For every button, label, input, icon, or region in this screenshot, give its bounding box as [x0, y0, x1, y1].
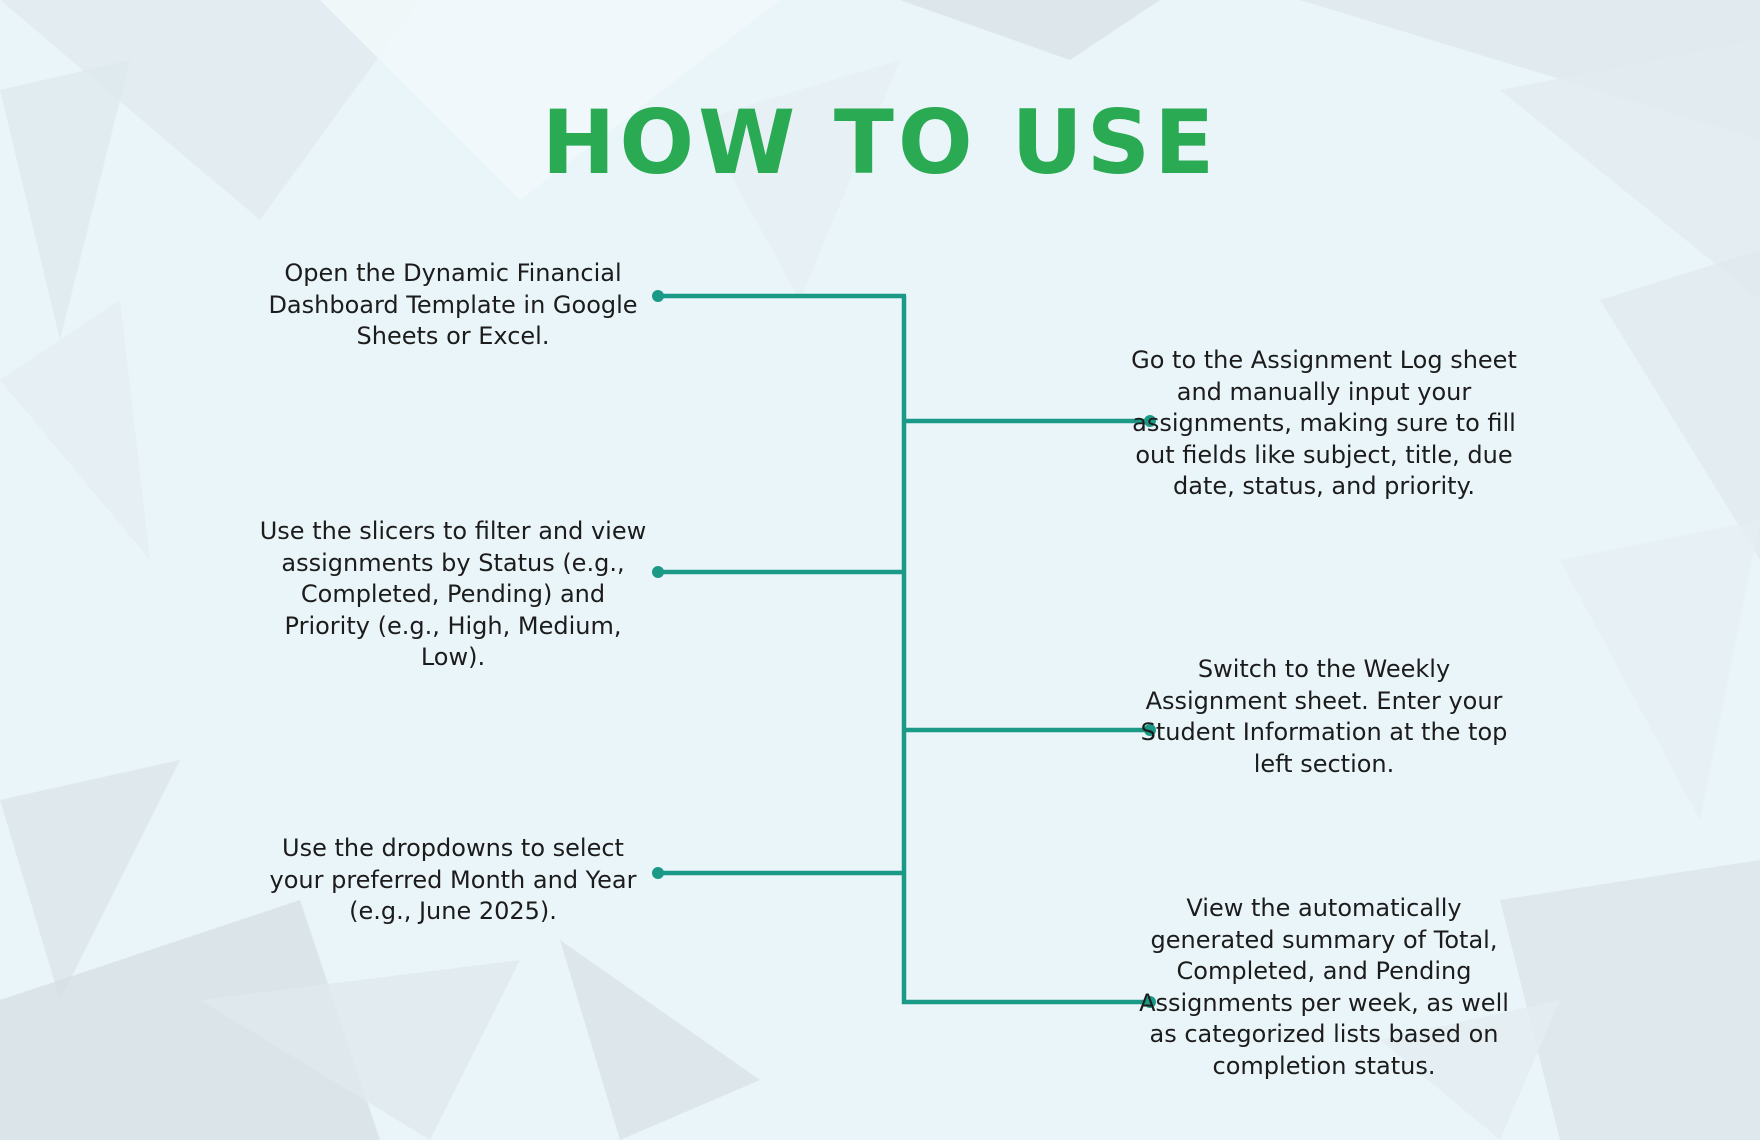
connector-dot — [652, 566, 664, 578]
step-open-template: Open the Dynamic Financial Dashboard Tem… — [268, 259, 638, 350]
step-use-slicers: Use the slicers to filter and view assig… — [259, 517, 647, 671]
page-title: HOW TO USE — [541, 91, 1219, 194]
step-use-dropdowns: Use the dropdowns to select your preferr… — [269, 834, 637, 925]
step-assignment-log: Go to the Assignment Log sheet and manua… — [1131, 346, 1517, 500]
connector-dot — [1144, 724, 1156, 736]
step-weekly-assignment: Switch to the Weekly Assignment sheet. E… — [1140, 655, 1508, 778]
connector-dot — [1144, 415, 1156, 427]
connector-dot — [652, 867, 664, 879]
connector-dot — [1144, 996, 1156, 1008]
step-view-summary: View the automatically generated summary… — [1139, 894, 1509, 1080]
connector-dot — [652, 290, 664, 302]
